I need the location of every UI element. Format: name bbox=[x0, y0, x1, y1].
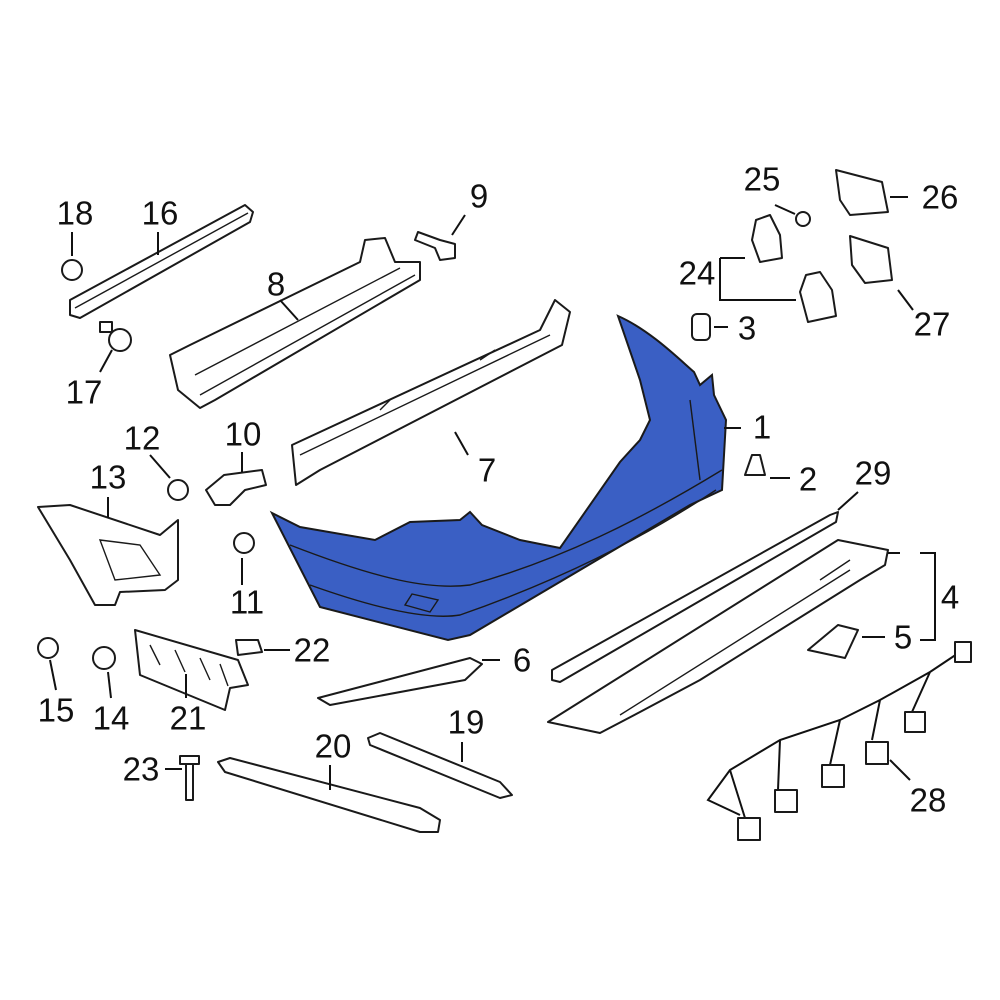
callout-4[interactable]: 4 bbox=[940, 578, 960, 616]
part-28-wiring-harness[interactable] bbox=[706, 641, 972, 841]
callout-17[interactable]: 17 bbox=[65, 373, 103, 411]
callout-13[interactable]: 13 bbox=[89, 458, 127, 496]
part-22-clip[interactable] bbox=[235, 639, 263, 656]
part-29-trim-strip[interactable] bbox=[551, 511, 839, 683]
part-26-bracket[interactable] bbox=[835, 169, 889, 216]
callout-28[interactable]: 28 bbox=[909, 781, 947, 819]
fasteners bbox=[37, 211, 811, 801]
callout-15[interactable]: 15 bbox=[37, 691, 75, 729]
callout-2[interactable]: 2 bbox=[798, 460, 818, 498]
callout-14[interactable]: 14 bbox=[92, 699, 130, 737]
callout-12[interactable]: 12 bbox=[123, 419, 161, 457]
callout-11[interactable]: 11 bbox=[229, 583, 265, 621]
part-16-strip[interactable] bbox=[69, 204, 254, 319]
callout-22[interactable]: 22 bbox=[293, 631, 331, 669]
callout-29[interactable]: 29 bbox=[854, 454, 892, 492]
part-27-bracket[interactable] bbox=[849, 235, 893, 284]
part-6-reflector[interactable] bbox=[317, 657, 483, 706]
part-10-clip[interactable] bbox=[205, 469, 267, 506]
part-13-bracket[interactable] bbox=[37, 504, 179, 606]
callout-6[interactable]: 6 bbox=[512, 641, 532, 679]
callout-1[interactable]: 1 bbox=[752, 408, 772, 446]
callout-16[interactable]: 16 bbox=[141, 194, 179, 232]
callout-8[interactable]: 8 bbox=[266, 265, 286, 303]
part-8-reinforcement[interactable] bbox=[169, 237, 421, 409]
callout-25[interactable]: 25 bbox=[743, 160, 781, 198]
part-5-bracket[interactable] bbox=[807, 624, 859, 659]
callout-21[interactable]: 21 bbox=[169, 699, 207, 737]
leader-lines bbox=[49, 196, 936, 790]
part-7-energy-absorber[interactable] bbox=[291, 299, 571, 486]
callout-27[interactable]: 27 bbox=[913, 305, 951, 343]
callout-23[interactable]: 23 bbox=[122, 750, 160, 788]
part-21-shield[interactable] bbox=[134, 629, 249, 711]
part-24-sensors[interactable] bbox=[751, 214, 837, 323]
callout-5[interactable]: 5 bbox=[893, 618, 913, 656]
callout-7[interactable]: 7 bbox=[477, 451, 497, 489]
part-19-bracket[interactable] bbox=[367, 732, 513, 799]
part-1-bumper-cover[interactable] bbox=[269, 314, 728, 642]
callout-24[interactable]: 24 bbox=[678, 254, 716, 292]
part-4-diffuser[interactable] bbox=[547, 539, 889, 734]
callout-19[interactable]: 19 bbox=[447, 703, 485, 741]
callout-9[interactable]: 9 bbox=[469, 177, 489, 215]
callout-3[interactable]: 3 bbox=[737, 309, 757, 347]
callout-20[interactable]: 20 bbox=[314, 727, 352, 765]
callout-10[interactable]: 10 bbox=[224, 415, 262, 453]
part-20-reflector[interactable] bbox=[217, 757, 441, 833]
callout-18[interactable]: 18 bbox=[56, 194, 94, 232]
callout-26[interactable]: 26 bbox=[921, 178, 959, 216]
